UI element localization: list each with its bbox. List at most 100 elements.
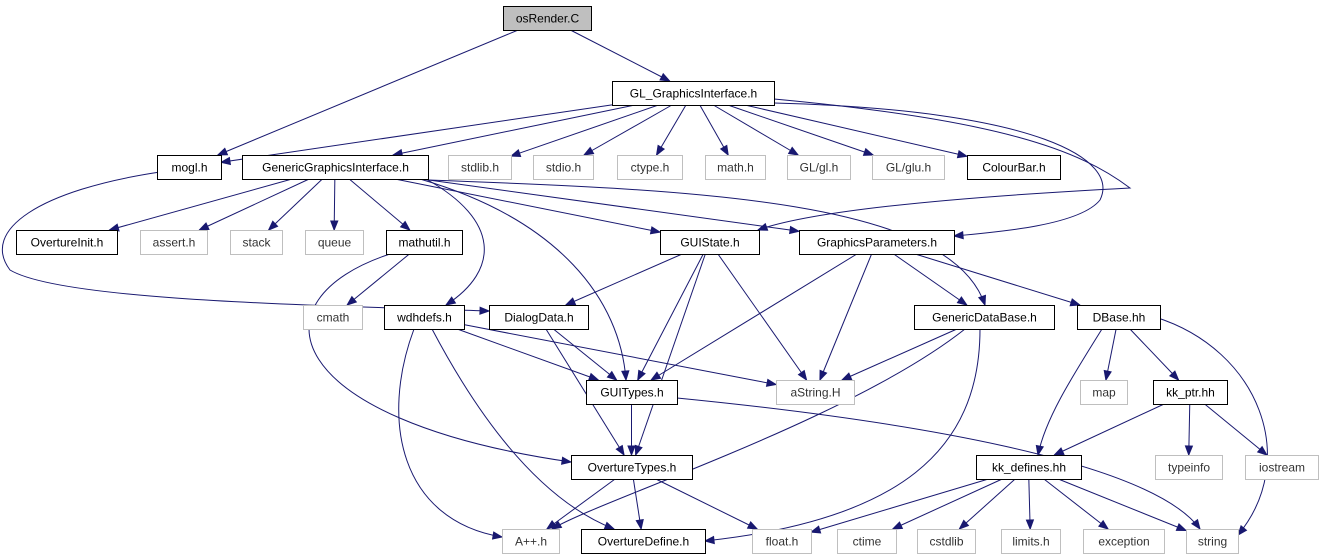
edge-DBase-to-string	[1154, 316, 1268, 536]
node-gl: GL/gl.h	[787, 155, 851, 180]
node-box-stdio	[533, 155, 594, 180]
node-box-cmath	[303, 305, 363, 330]
node-box-DialogData	[489, 305, 589, 330]
edge-kkdefines-to-exception	[1043, 478, 1109, 530]
node-DBase[interactable]: DBase.hh	[1077, 305, 1161, 330]
edge-GUIState-to-OvertureTypes-arrowhead	[634, 444, 643, 457]
edge-wdhdefs-to-OvertureDefine	[431, 328, 615, 530]
node-cmath: cmath	[303, 305, 363, 330]
node-label-string: string	[1198, 535, 1227, 549]
edge-kkptr-to-kkdefines-arrowhead	[1053, 447, 1065, 456]
edge-DialogData-to-GUITypes	[553, 328, 617, 381]
node-OvertureInit[interactable]: OvertureInit.h	[16, 230, 118, 255]
node-typeinfo: typeinfo	[1155, 455, 1223, 480]
node-label-stack: stack	[242, 236, 271, 250]
node-label-cmath: cmath	[317, 311, 350, 325]
node-OvertureTypes[interactable]: OvertureTypes.h	[571, 455, 693, 480]
node-label-exception: exception	[1098, 535, 1149, 549]
node-DialogData[interactable]: DialogData.h	[489, 305, 589, 330]
node-GLGI[interactable]: GL_GraphicsInterface.h	[612, 81, 775, 106]
node-mogl[interactable]: mogl.h	[157, 155, 222, 180]
edge-GGI-to-GraphicsParameters	[421, 178, 800, 232]
edge-GenericDataBase-to-aString	[841, 328, 958, 381]
node-GUIState[interactable]: GUIState.h	[660, 230, 760, 255]
edge-mathutil-to-OvertureTypes-arrowhead	[560, 456, 573, 465]
node-label-assert: assert.h	[153, 236, 196, 250]
edge-GLGI-to-gl-arrowhead	[787, 146, 800, 156]
edge-GUIState-to-GUITypes	[637, 253, 704, 381]
node-stack: stack	[230, 230, 283, 255]
node-box-kkdefines	[976, 455, 1082, 480]
edge-OvertureTypes-to-App-arrowhead	[545, 519, 558, 530]
node-label-stdio: stdio.h	[546, 161, 581, 175]
edge-GLGI-to-GraphicsParameters	[773, 102, 1104, 237]
edge-kkdefines-to-exception-arrowhead	[1098, 519, 1110, 530]
node-ColourBar[interactable]: ColourBar.h	[967, 155, 1061, 180]
edge-GGI-to-stack	[268, 178, 323, 231]
node-GraphicsParameters[interactable]: GraphicsParameters.h	[799, 230, 955, 255]
node-box-mathutil	[386, 230, 463, 255]
node-label-math: math.h	[717, 161, 754, 175]
edge-wdhdefs-to-GUITypes-arrowhead	[587, 372, 600, 381]
edge-GUIState-to-GUITypes-arrowhead	[637, 369, 646, 382]
node-label-GUIState: GUIState.h	[680, 236, 739, 250]
edge-GGI-to-GraphicsParameters-arrowhead	[789, 225, 801, 235]
node-exception: exception	[1083, 529, 1165, 554]
node-label-aString: aString.H	[790, 386, 840, 400]
edge-GGI-to-GUITypes	[419, 178, 627, 381]
node-box-GLGI	[612, 81, 775, 106]
edge-wdhdefs-to-aString	[463, 324, 777, 386]
node-label-OvertureTypes: OvertureTypes.h	[588, 461, 677, 475]
node-GUITypes[interactable]: GUITypes.h	[586, 380, 678, 405]
edge-DialogData-to-OvertureTypes	[545, 328, 625, 456]
edge-GenericDataBase-to-App	[551, 328, 966, 530]
edge-OvertureTypes-to-float	[655, 478, 758, 530]
node-label-ctype: ctype.h	[631, 161, 670, 175]
edge-GLGI-to-mogl	[220, 104, 613, 163]
edge-kkdefines-to-string-arrowhead	[1175, 523, 1188, 532]
node-wdhdefs[interactable]: wdhdefs.h	[384, 305, 465, 330]
edge-GUIState-to-DialogData	[565, 253, 683, 306]
node-box-ColourBar	[967, 155, 1061, 180]
node-box-iostream	[1245, 455, 1319, 480]
edge-GUIState-to-OvertureTypes	[635, 253, 706, 456]
node-label-gl: GL/gl.h	[800, 161, 839, 175]
node-box-GUITypes	[586, 380, 678, 405]
node-box-GUIState	[660, 230, 760, 255]
node-map: map	[1080, 380, 1128, 405]
edge-osRender-to-mogl-arrowhead	[216, 147, 229, 156]
edge-osRender-to-GLGI	[570, 29, 670, 82]
node-kkptr[interactable]: kk_ptr.hh	[1153, 380, 1228, 405]
edge-GGI-to-OvertureInit-arrowhead	[108, 223, 120, 232]
node-math: math.h	[705, 155, 766, 180]
node-GenericDataBase[interactable]: GenericDataBase.h	[914, 305, 1055, 330]
node-limits: limits.h	[1001, 529, 1061, 554]
node-label-GLGI: GL_GraphicsInterface.h	[630, 87, 757, 101]
node-label-mathutil: mathutil.h	[398, 236, 450, 250]
edge-kkdefines-to-float	[810, 478, 989, 533]
node-osRender[interactable]: osRender.C	[503, 6, 592, 31]
edge-wdhdefs-to-App-arrowhead	[491, 531, 504, 540]
edge-wdhdefs-to-App	[398, 328, 503, 538]
edge-GLGI-to-math-arrowhead	[719, 144, 729, 157]
node-label-ColourBar: ColourBar.h	[982, 161, 1045, 175]
edge-DBase-to-kkdefines-arrowhead	[1035, 444, 1045, 457]
node-box-cstdlib	[917, 529, 976, 554]
node-label-GUITypes: GUITypes.h	[600, 386, 663, 400]
node-OvertureDefine[interactable]: OvertureDefine.h	[581, 529, 706, 554]
edge-GGI-to-mathutil-arrowhead	[399, 220, 411, 231]
edge-osRender-to-mogl	[217, 29, 519, 156]
edge-GraphicsParameters-to-DBase	[915, 253, 1080, 306]
edge-GGI-to-wdhdefs-arrowhead	[444, 296, 457, 306]
edge-kkdefines-to-float-arrowhead	[809, 525, 822, 534]
node-kkdefines[interactable]: kk_defines.hh	[976, 455, 1082, 480]
node-GGI[interactable]: GenericGraphicsInterface.h	[242, 155, 429, 180]
edge-GraphicsParameters-to-GenericDataBase-arrowhead	[956, 296, 968, 306]
node-mathutil[interactable]: mathutil.h	[386, 230, 463, 255]
node-float: float.h	[752, 529, 812, 554]
edge-wdhdefs-to-OvertureDefine-arrowhead	[603, 521, 616, 530]
node-box-assert	[140, 230, 208, 255]
node-label-GenericDataBase: GenericDataBase.h	[932, 311, 1037, 325]
edge-GGI-to-GUIState	[394, 178, 661, 233]
